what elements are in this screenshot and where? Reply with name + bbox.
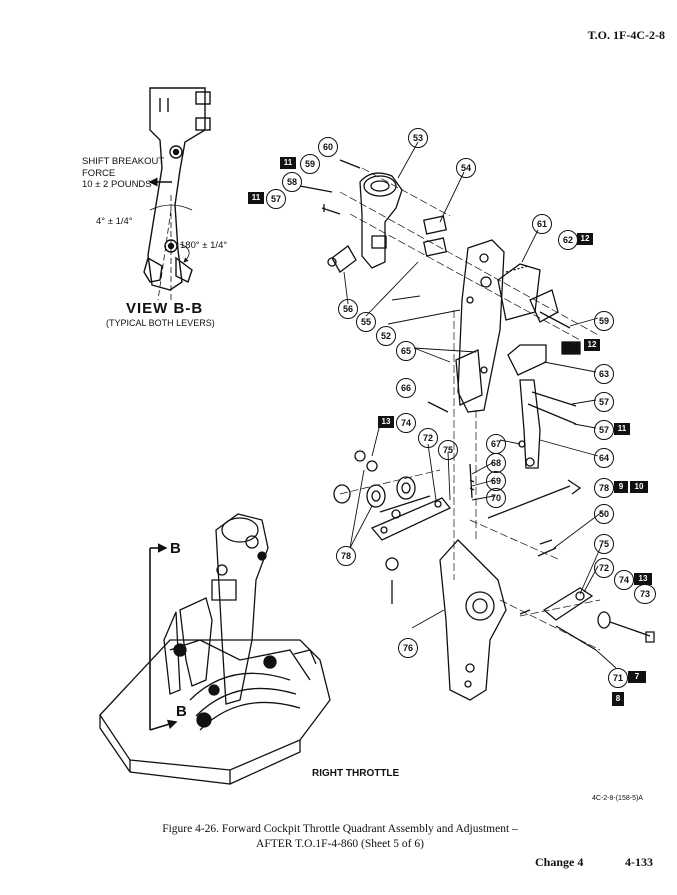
callout-70: 70 <box>486 488 506 508</box>
note-flag-13-right: 13 <box>634 573 652 585</box>
view-bb-title: VIEW B-B <box>126 300 204 317</box>
callout-68: 68 <box>486 453 506 473</box>
note-flag-7: 7 <box>628 671 646 683</box>
callout-74-right: 74 <box>614 570 634 590</box>
callout-75-right: 75 <box>594 534 614 554</box>
callout-75-top: 75 <box>438 440 458 460</box>
callout-73: 73 <box>634 584 656 604</box>
callout-54: 54 <box>456 158 476 178</box>
callout-67: 67 <box>486 434 506 454</box>
upper-exploded-parts <box>299 159 601 580</box>
shift-label-line-2: FORCE <box>82 167 116 179</box>
view-bb-lever-drawing <box>143 87 211 301</box>
callout-63: 63 <box>594 364 614 384</box>
callout-50: 50 <box>594 504 614 524</box>
callout-78-right: 78 <box>594 478 614 498</box>
note-flag-11-top: 11 <box>280 157 296 169</box>
note-flag-11-mid: 11 <box>248 192 264 204</box>
callout-59-top: 59 <box>300 154 320 174</box>
callout-60: 60 <box>318 137 338 157</box>
callout-61: 61 <box>532 214 552 234</box>
view-bb-subtitle: (TYPICAL BOTH LEVERS) <box>106 318 215 328</box>
section-mark-b-top: B <box>170 540 181 557</box>
callout-74-top: 74 <box>396 413 416 433</box>
document-number: T.O. 1F-4C-2-8 <box>587 28 665 42</box>
note-flag-9: 9 <box>614 481 628 493</box>
callout-55: 55 <box>356 312 376 332</box>
callout-52: 52 <box>376 326 396 346</box>
note-flag-12-mid: 12 <box>584 339 600 351</box>
callout-56: 56 <box>338 299 358 319</box>
note-flag-12-top: 12 <box>577 233 593 245</box>
lower-exploded-parts <box>333 440 655 701</box>
callout-57-top: 57 <box>266 189 286 209</box>
callout-72-top: 72 <box>418 428 438 448</box>
figure-caption-line-1: Figure 4-26. Forward Cockpit Throttle Qu… <box>162 823 518 835</box>
callout-64: 64 <box>594 448 614 468</box>
angle-180-label: 180° ± 1/4° <box>180 240 228 251</box>
callout-57-right-b: 57 <box>594 420 614 440</box>
figure-caption: Figure 4-26. Forward Cockpit Throttle Qu… <box>120 822 560 852</box>
callout-78-left: 78 <box>336 546 356 566</box>
callout-65: 65 <box>396 341 416 361</box>
note-flag-11-right: 11 <box>614 423 630 435</box>
callout-76: 76 <box>398 638 418 658</box>
callout-62: 62 <box>558 230 578 250</box>
note-flag-13-left: 13 <box>378 416 394 428</box>
callout-59-right: 59 <box>594 311 614 331</box>
callout-57-right-a: 57 <box>594 392 614 412</box>
note-flag-8: 8 <box>612 692 624 706</box>
shift-label-line-3: 10 ± 2 POUNDS <box>82 179 152 190</box>
page-number: 4-133 <box>625 855 653 869</box>
change-number: Change 4 <box>535 855 584 869</box>
note-flag-10: 10 <box>630 481 648 493</box>
angle-4-label: 4° ± 1/4° <box>96 216 133 227</box>
callout-71: 71 <box>608 668 628 688</box>
callout-72-right: 72 <box>594 558 614 578</box>
callout-leaders <box>343 141 617 669</box>
callout-66: 66 <box>396 378 416 398</box>
figure-caption-line-2: AFTER T.O.1F-4-860 (Sheet 5 of 6) <box>256 838 424 850</box>
drawing-id: 4C-2-8-(158-5)A <box>592 795 643 802</box>
callout-53: 53 <box>408 128 428 148</box>
right-throttle-label: RIGHT THROTTLE <box>312 768 400 779</box>
shift-label-line-1: SHIFT BREAKOUT <box>82 156 165 167</box>
callout-58: 58 <box>282 172 302 192</box>
section-mark-b-bottom: B <box>176 703 187 720</box>
shift-breakout-force-label: SHIFT BREAKOUT FORCE 10 ± 2 POUNDS <box>82 156 164 191</box>
assembled-throttle-quadrant-drawing <box>99 513 331 785</box>
